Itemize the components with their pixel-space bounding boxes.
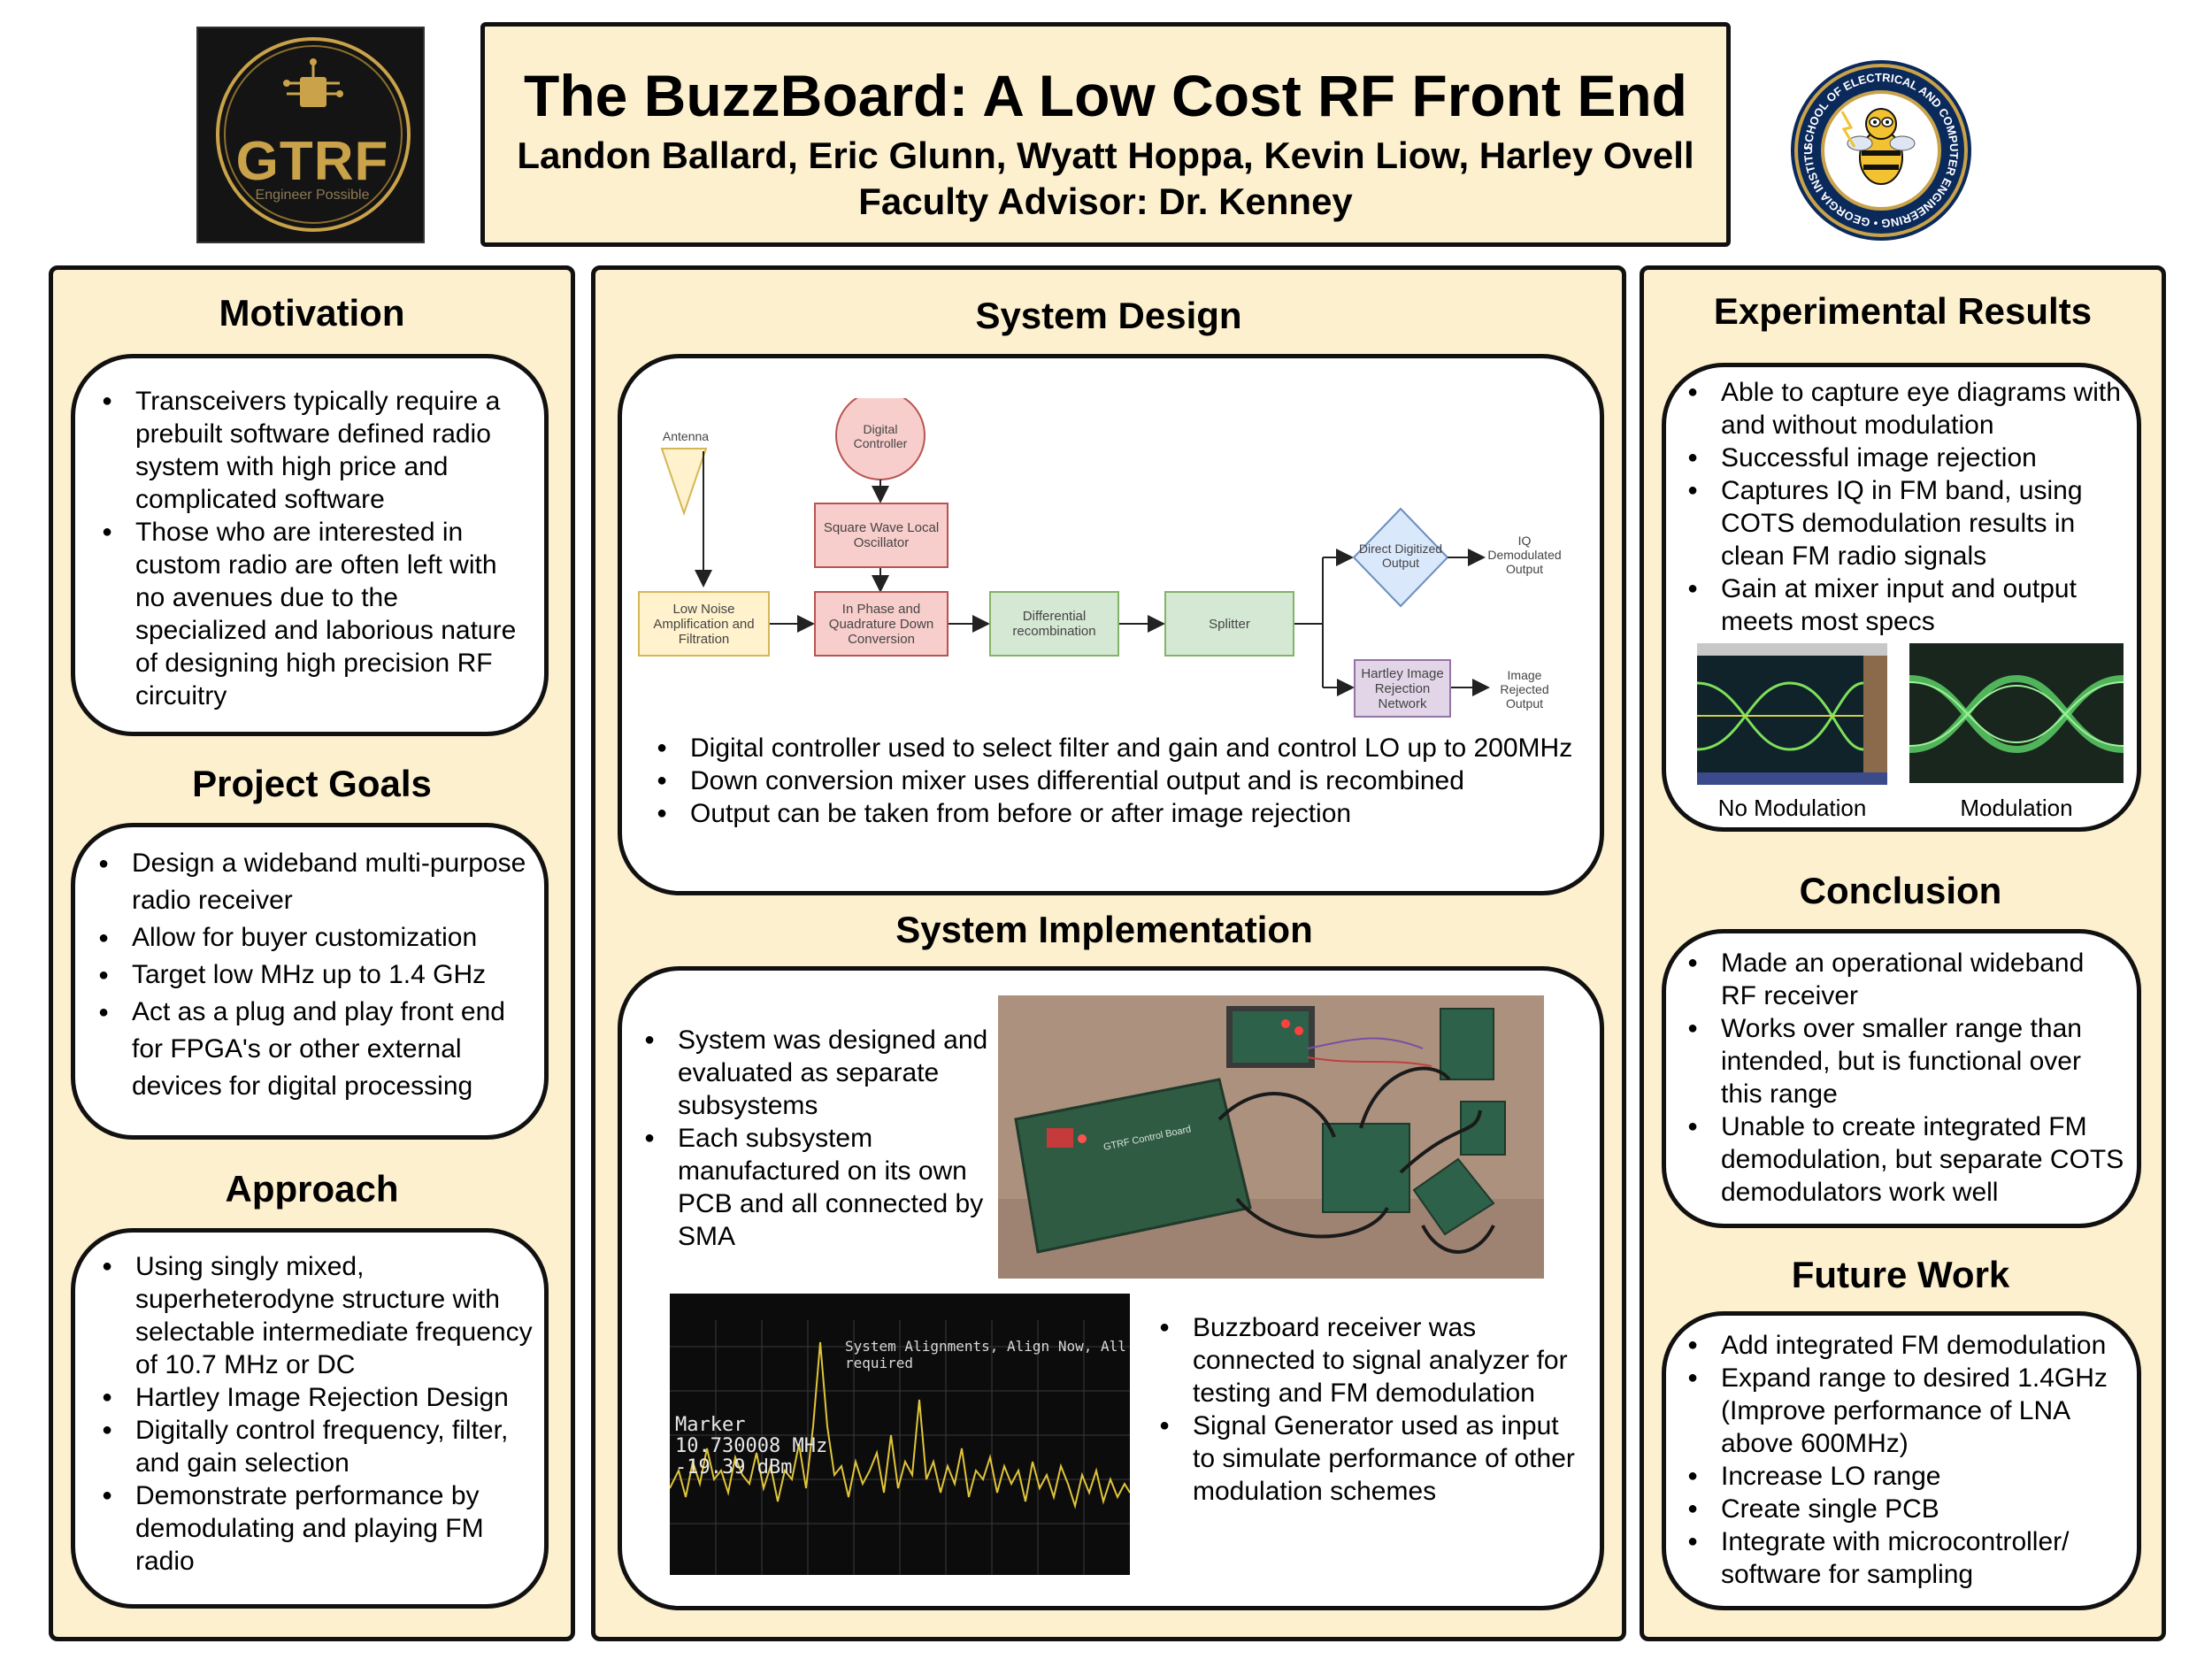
list-item: Increase LO range	[1687, 1460, 2126, 1493]
gtrf-logo-text: GTRF	[235, 131, 389, 192]
project-goals-card: Design a wideband multi-purpose radio re…	[71, 823, 549, 1140]
analyzer-marker-label: Marker	[675, 1414, 746, 1436]
gt-ece-seal: SCHOOL OF ELECTRICAL AND COMPUTER ENGINE…	[1785, 48, 1973, 242]
spectrum-analyzer-art	[670, 1294, 1130, 1575]
motivation-heading: Motivation	[219, 292, 405, 334]
hartley-block: Hartley Image Rejection Network	[1354, 659, 1451, 718]
list-item: Able to capture eye diagrams with and wi…	[1687, 376, 2126, 442]
iq-demod-output-label: IQ Demodulated Output	[1487, 534, 1562, 576]
motivation-list: Transceivers typically require a prebuil…	[102, 385, 532, 712]
list-item: Works over smaller range than intended, …	[1687, 1012, 2126, 1110]
digital-controller-label: Digital Controller	[853, 422, 908, 450]
conclusion-card: Made an operational wideband RF receiver…	[1662, 929, 2141, 1228]
approach-card: Using singly mixed, superheterodyne stru…	[71, 1228, 549, 1609]
analyzer-marker-readout: Marker 10.730008 MHz -19.39 dBm	[675, 1415, 827, 1479]
list-item: Made an operational wideband RF receiver	[1687, 947, 2126, 1012]
list-item: Successful image rejection	[1687, 442, 2126, 474]
list-item: Unable to create integrated FM demodulat…	[1687, 1110, 2126, 1209]
list-item: Signal Generator used as input to simula…	[1159, 1409, 1575, 1508]
eye-diagram-modulation	[1909, 643, 2124, 783]
antenna-label: Antenna	[662, 429, 710, 443]
list-item: System was designed and evaluated as sep…	[644, 1024, 989, 1122]
experimental-results-heading: Experimental Results	[1713, 290, 2093, 332]
list-item: Digitally control frequency, filter, and…	[102, 1414, 535, 1479]
system-implementation-heading: System Implementation	[895, 909, 1313, 950]
spectrum-analyzer-photo: System Alignments, Align Now, All requir…	[670, 1294, 1130, 1575]
poster-authors: Landon Ballard, Eric Glunn, Wyatt Hoppa,…	[517, 134, 1694, 176]
list-item: Captures IQ in FM band, using COTS demod…	[1687, 474, 2126, 572]
future-work-card: Add integrated FM demodulation Expand ra…	[1662, 1311, 2141, 1610]
caption-no-modulation: No Modulation	[1717, 795, 1867, 821]
splitter-block: Splitter	[1164, 591, 1294, 657]
list-item: Digital controller used to select filter…	[657, 732, 1594, 764]
list-item: Those who are interested in custom radio…	[102, 516, 532, 712]
analyzer-status-text: System Alignments, Align Now, All requir…	[845, 1338, 1126, 1371]
future-work-list: Add integrated FM demodulation Expand ra…	[1687, 1329, 2126, 1591]
conclusion-list: Made an operational wideband RF receiver…	[1687, 947, 2126, 1209]
list-item: Down conversion mixer uses differential …	[657, 764, 1594, 797]
gtrf-logo-art	[216, 37, 411, 232]
caption-modulation: Modulation	[1960, 795, 2073, 821]
project-goals-list: Design a wideband multi-purpose radio re…	[98, 845, 532, 1105]
list-item: Buzzboard receiver was connected to sign…	[1159, 1311, 1575, 1409]
list-item: Create single PCB	[1687, 1493, 2126, 1525]
future-work-heading: Future Work	[1791, 1254, 2010, 1295]
differential-recombination-block: Differential recombination	[989, 591, 1119, 657]
system-design-list: Digital controller used to select filter…	[657, 732, 1594, 830]
implementation-list-bottom: Buzzboard receiver was connected to sign…	[1159, 1311, 1575, 1508]
list-item: Demonstrate performance by demodulating …	[102, 1479, 535, 1578]
project-goals-heading: Project Goals	[192, 763, 432, 804]
iq-downconversion-block: In Phase and Quadrature Down Conversion	[814, 591, 949, 657]
approach-list: Using singly mixed, superheterodyne stru…	[102, 1250, 535, 1578]
list-item: Gain at mixer input and output meets mos…	[1687, 572, 2126, 638]
list-item: Hartley Image Rejection Design	[102, 1381, 535, 1414]
lna-block: Low Noise Amplification and Filtration	[638, 591, 770, 657]
gtrf-logo-tagline: Engineer Possible	[255, 188, 370, 203]
hardware-photo-art: GTRF Control Board	[998, 995, 1544, 1279]
block-diagram: Antenna Digital Controller Square Wave L…	[633, 398, 1593, 734]
results-list: Able to capture eye diagrams with and wi…	[1687, 376, 2126, 638]
approach-heading: Approach	[225, 1168, 399, 1210]
poster-advisor: Faculty Advisor: Dr. Kenney	[858, 180, 1353, 222]
list-item: Each subsystem manufactured on its own P…	[644, 1122, 989, 1253]
conclusion-heading: Conclusion	[1799, 870, 2002, 911]
list-item: Allow for buyer customization	[98, 919, 532, 956]
gtrf-logo: GTRF Engineer Possible	[196, 27, 425, 243]
motivation-card: Transceivers typically require a prebuil…	[71, 354, 549, 736]
list-item: Output can be taken from before or after…	[657, 797, 1594, 830]
direct-output-label: Direct Digitized Output	[1358, 541, 1443, 570]
list-item: Integrate with microcontroller/ software…	[1687, 1525, 2126, 1591]
eye-diagram-no-modulation	[1697, 643, 1887, 785]
analyzer-marker-freq: 10.730008 MHz	[675, 1435, 828, 1457]
square-wave-lo-block: Square Wave Local Oscillator	[814, 503, 949, 568]
list-item: Expand range to desired 1.4GHz (Improve …	[1687, 1362, 2126, 1460]
list-item: Using singly mixed, superheterodyne stru…	[102, 1250, 535, 1381]
analyzer-marker-level: -19.39 dBm	[675, 1456, 793, 1479]
list-item: Target low MHz up to 1.4 GHz	[98, 956, 532, 994]
eye-diagram-no-mod-art	[1697, 643, 1887, 785]
list-item: Transceivers typically require a prebuil…	[102, 385, 532, 516]
list-item: Design a wideband multi-purpose radio re…	[98, 845, 532, 919]
block-diagram-wires	[660, 398, 1490, 696]
antenna-icon	[660, 448, 708, 517]
poster-title: The BuzzBoard: A Low Cost RF Front End	[524, 63, 1687, 128]
eye-diagram-mod-art	[1909, 643, 2124, 783]
hardware-photo: GTRF Control Board	[998, 995, 1544, 1279]
list-item: Act as a plug and play front end for FPG…	[98, 994, 532, 1105]
image-rejected-output-label: Image Rejected Output	[1500, 668, 1549, 710]
title-box: The BuzzBoard: A Low Cost RF Front End L…	[480, 22, 1731, 247]
buzz-seal-art: SCHOOL OF ELECTRICAL AND COMPUTER ENGINE…	[1785, 48, 1971, 241]
implementation-list-top: System was designed and evaluated as sep…	[644, 1024, 989, 1253]
list-item: Add integrated FM demodulation	[1687, 1329, 2126, 1362]
system-design-heading: System Design	[975, 295, 1242, 336]
